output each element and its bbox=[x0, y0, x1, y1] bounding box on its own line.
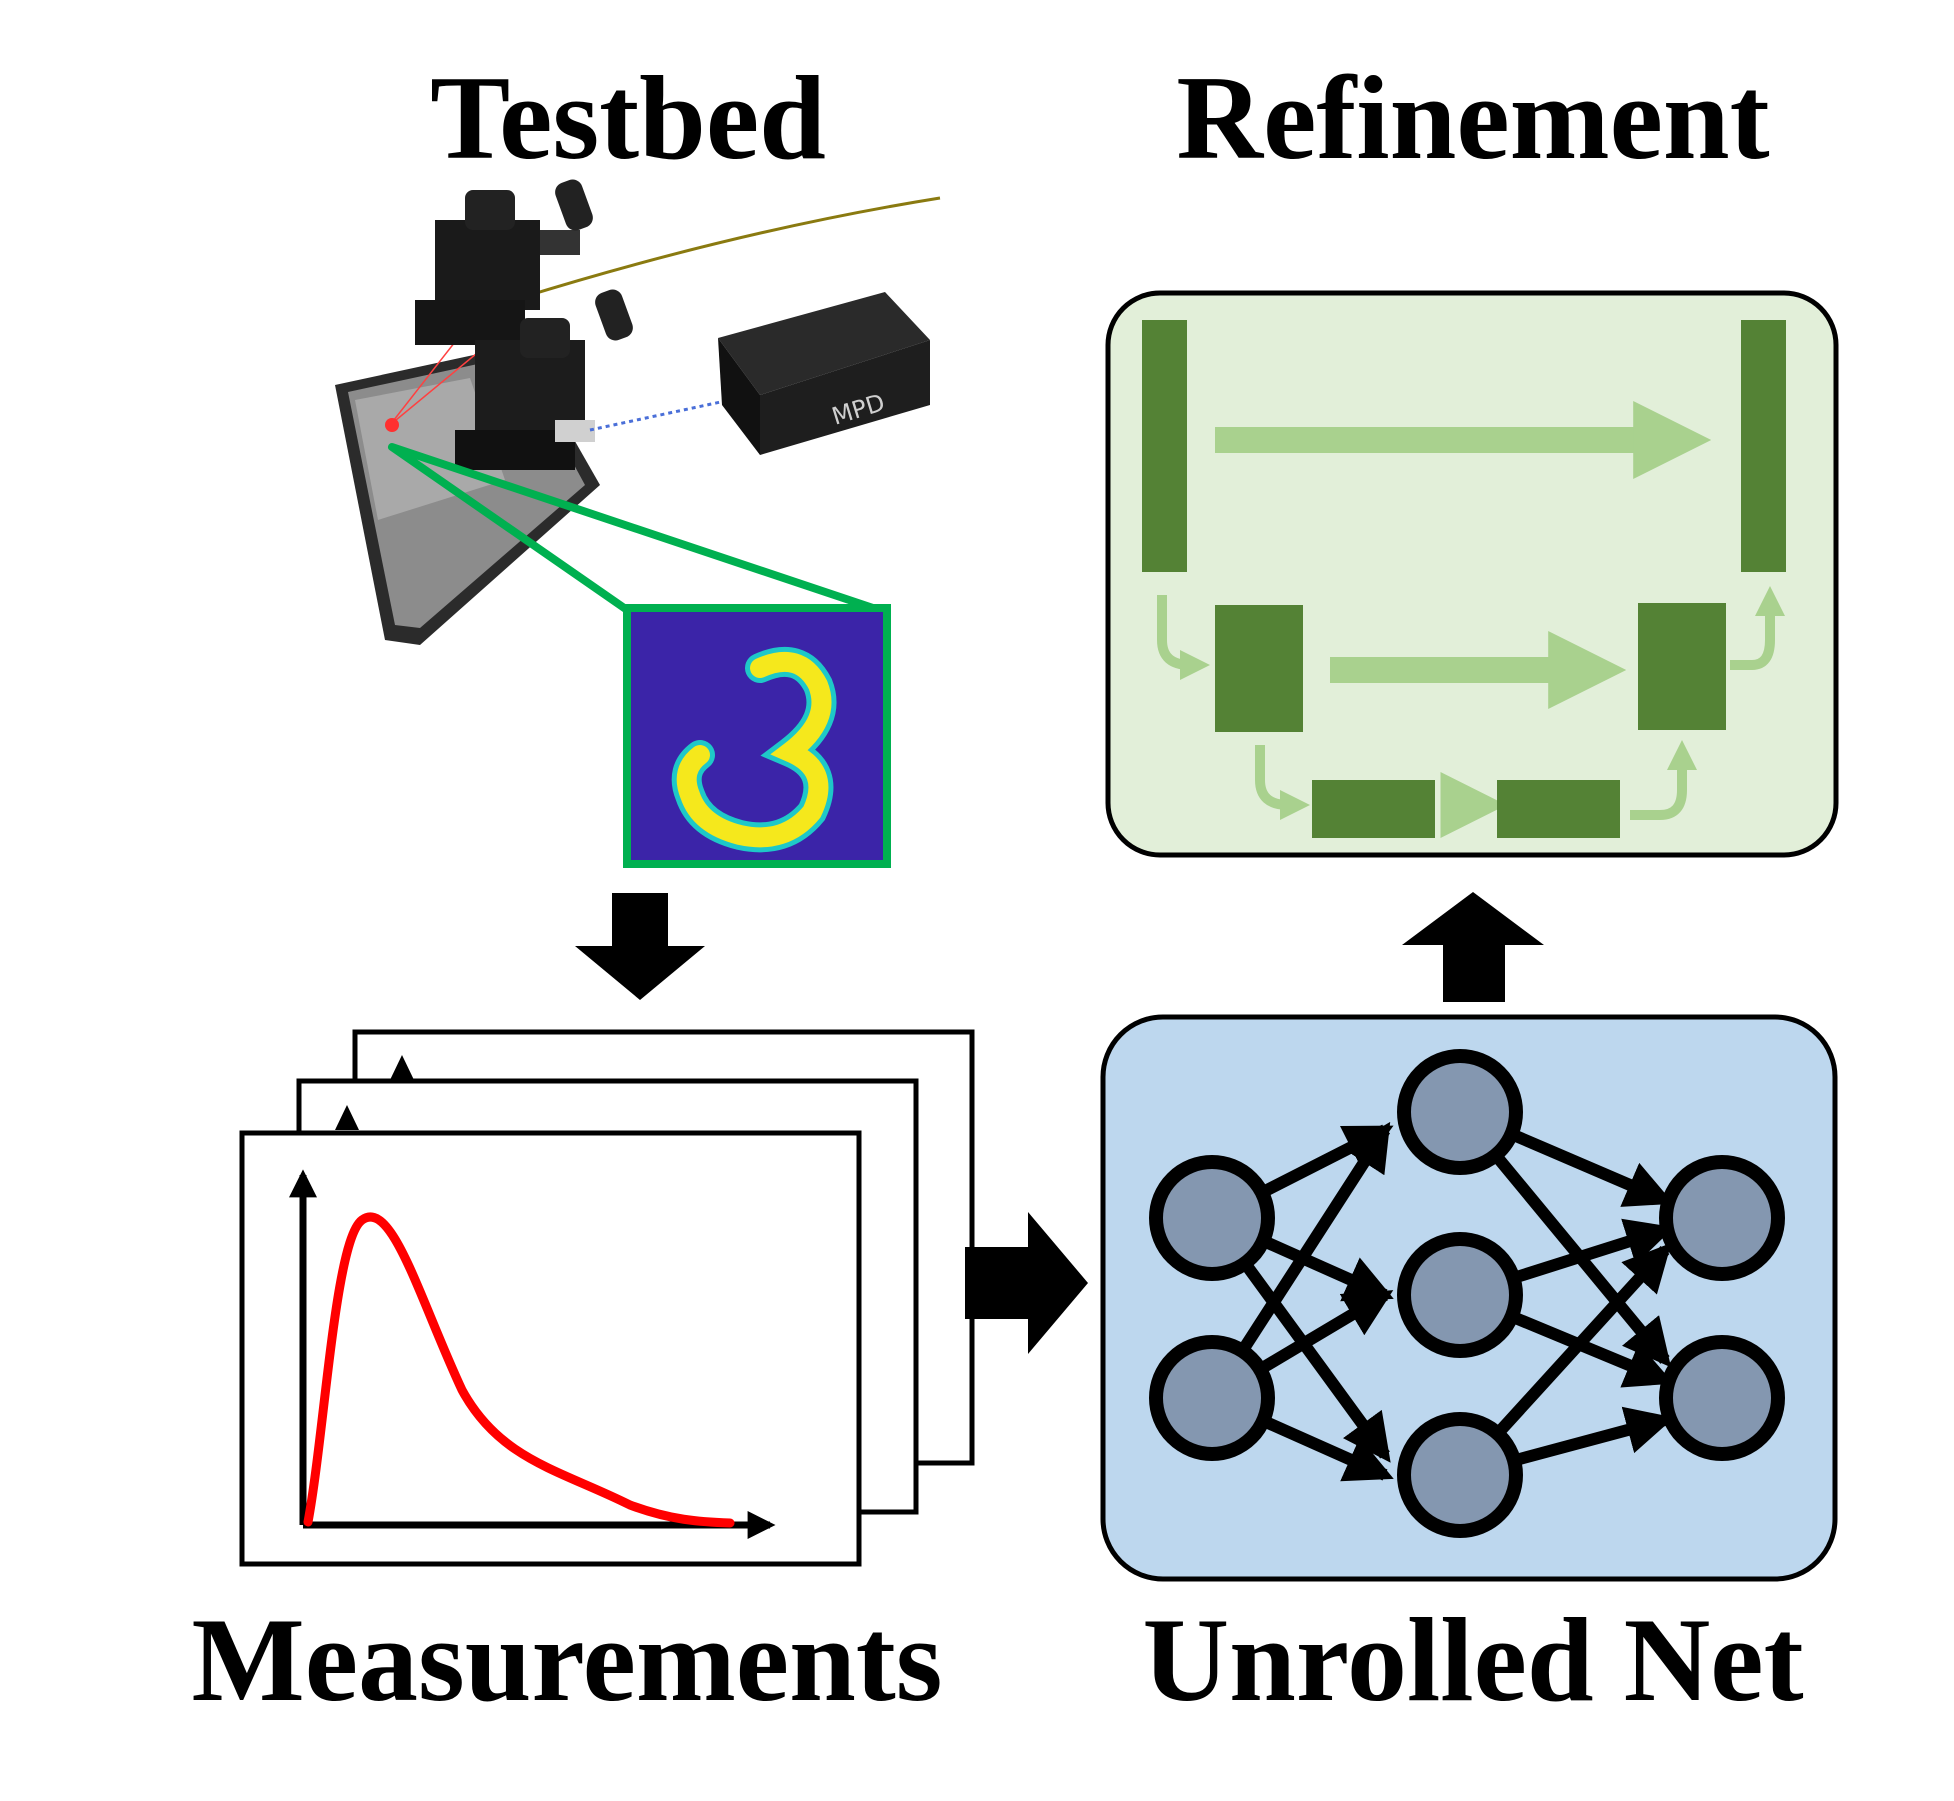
unet-decoder-block-1 bbox=[1741, 320, 1786, 572]
unrolled-net-title: Unrolled Net bbox=[1142, 1593, 1803, 1726]
up-arrow bbox=[1402, 892, 1544, 1002]
unet-connectors bbox=[1157, 586, 1785, 820]
histogram-curve bbox=[303, 1212, 735, 1528]
unet-bottleneck-block-1 bbox=[1312, 780, 1435, 838]
net-node-output-2 bbox=[1659, 1335, 1785, 1461]
net-node-input-2 bbox=[1149, 1335, 1275, 1461]
net-node-hidden-2 bbox=[1397, 1232, 1523, 1358]
unrolled-net-box bbox=[1100, 1014, 1838, 1582]
unet-encoder-block-1 bbox=[1142, 320, 1187, 572]
measurement-card-front bbox=[239, 1130, 862, 1567]
refinement-title: Refinement bbox=[1176, 51, 1769, 184]
net-node-input-1 bbox=[1149, 1155, 1275, 1281]
down-arrow bbox=[575, 893, 705, 1000]
unet-encoder-block-2 bbox=[1215, 605, 1303, 732]
unet-bottleneck-block-2 bbox=[1497, 780, 1620, 838]
net-node-hidden-3 bbox=[1397, 1412, 1523, 1538]
digit-3-icon bbox=[623, 604, 891, 868]
testbed-title: Testbed bbox=[430, 51, 826, 184]
measurements-stack bbox=[239, 1029, 975, 1567]
right-arrow bbox=[965, 1212, 1088, 1354]
refinement-box bbox=[1105, 290, 1839, 858]
optical-testbed-icon: MPD bbox=[335, 179, 941, 645]
measurements-title: Measurements bbox=[192, 1593, 943, 1726]
net-node-output-1 bbox=[1659, 1155, 1785, 1281]
unet-decoder-block-2 bbox=[1638, 603, 1726, 730]
net-node-hidden-1 bbox=[1397, 1049, 1523, 1175]
